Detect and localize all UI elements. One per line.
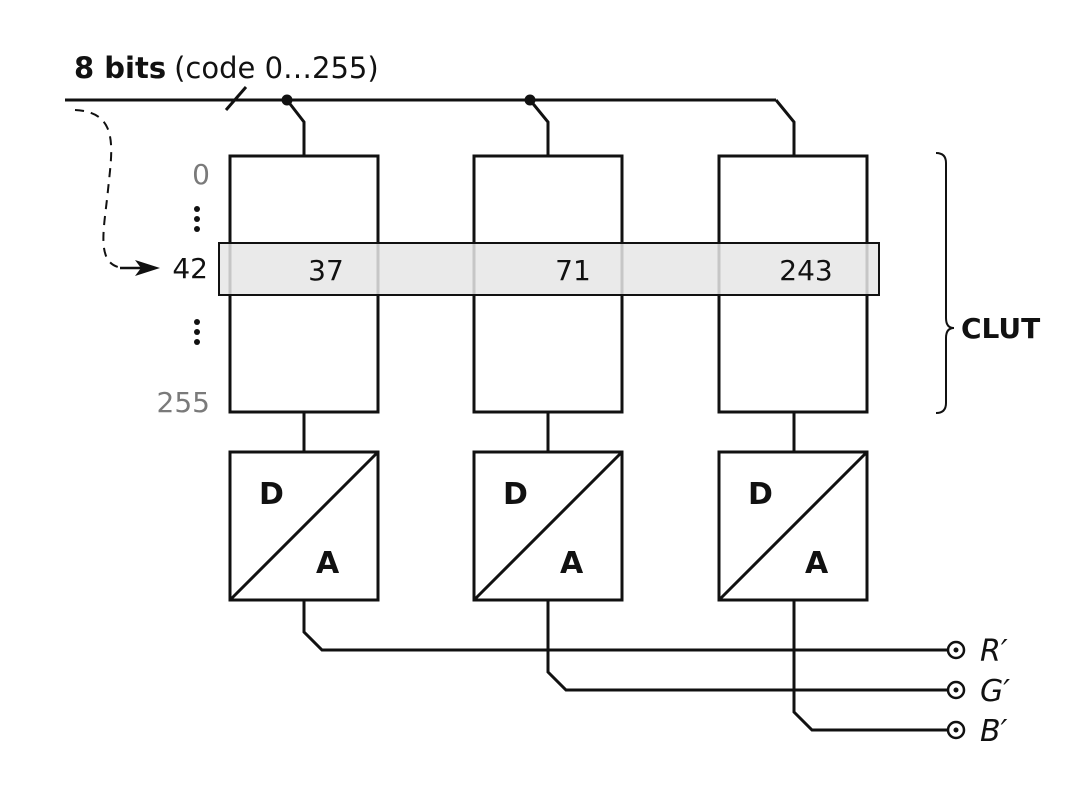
code-range-label: (code 0…255) [174,51,379,85]
output-wire-r [302,600,948,652]
index-last: 255 [157,386,210,419]
output-terminal-b [946,720,966,740]
clut-label: CLUT [961,312,1040,345]
dac-3-digital-label: D [748,477,773,512]
output-wire-b [792,600,948,732]
index-selected: 42 [172,252,208,285]
output-label-b: B′ [980,714,1008,749]
clut-brace [935,152,955,414]
bus-drop-3 [774,99,796,156]
lookup-path [74,109,124,269]
output-terminal-r [946,640,966,660]
output-label-g: G′ [980,674,1010,709]
bus-drop-2 [528,99,550,156]
selected-row-highlight [218,242,880,296]
dac-2-digital-label: D [503,477,528,512]
ellipsis-top [194,206,200,232]
dac-1: D A [228,450,380,602]
dac-3-analog-label: A [805,546,829,581]
dac-1-digital-label: D [259,477,284,512]
index-first: 0 [192,158,210,191]
entry-value-1: 37 [308,254,344,287]
output-wire-g [546,600,948,692]
input-title: 8 bits(code 0…255) [74,51,379,85]
lookup-arrowhead [135,260,160,276]
output-terminal-g [946,680,966,700]
bits-label: 8 bits [74,51,166,85]
bus-width-tick [224,86,248,111]
ellipsis-bottom [194,319,200,345]
dac-2-analog-label: A [560,546,584,581]
dac-3: D A [717,450,869,602]
dac-2: D A [472,450,624,602]
dac-1-analog-label: A [316,546,340,581]
output-label-r: R′ [980,634,1008,669]
entry-value-3: 243 [779,254,832,287]
entry-value-2: 71 [555,254,591,287]
bus-drop-1 [285,99,306,156]
